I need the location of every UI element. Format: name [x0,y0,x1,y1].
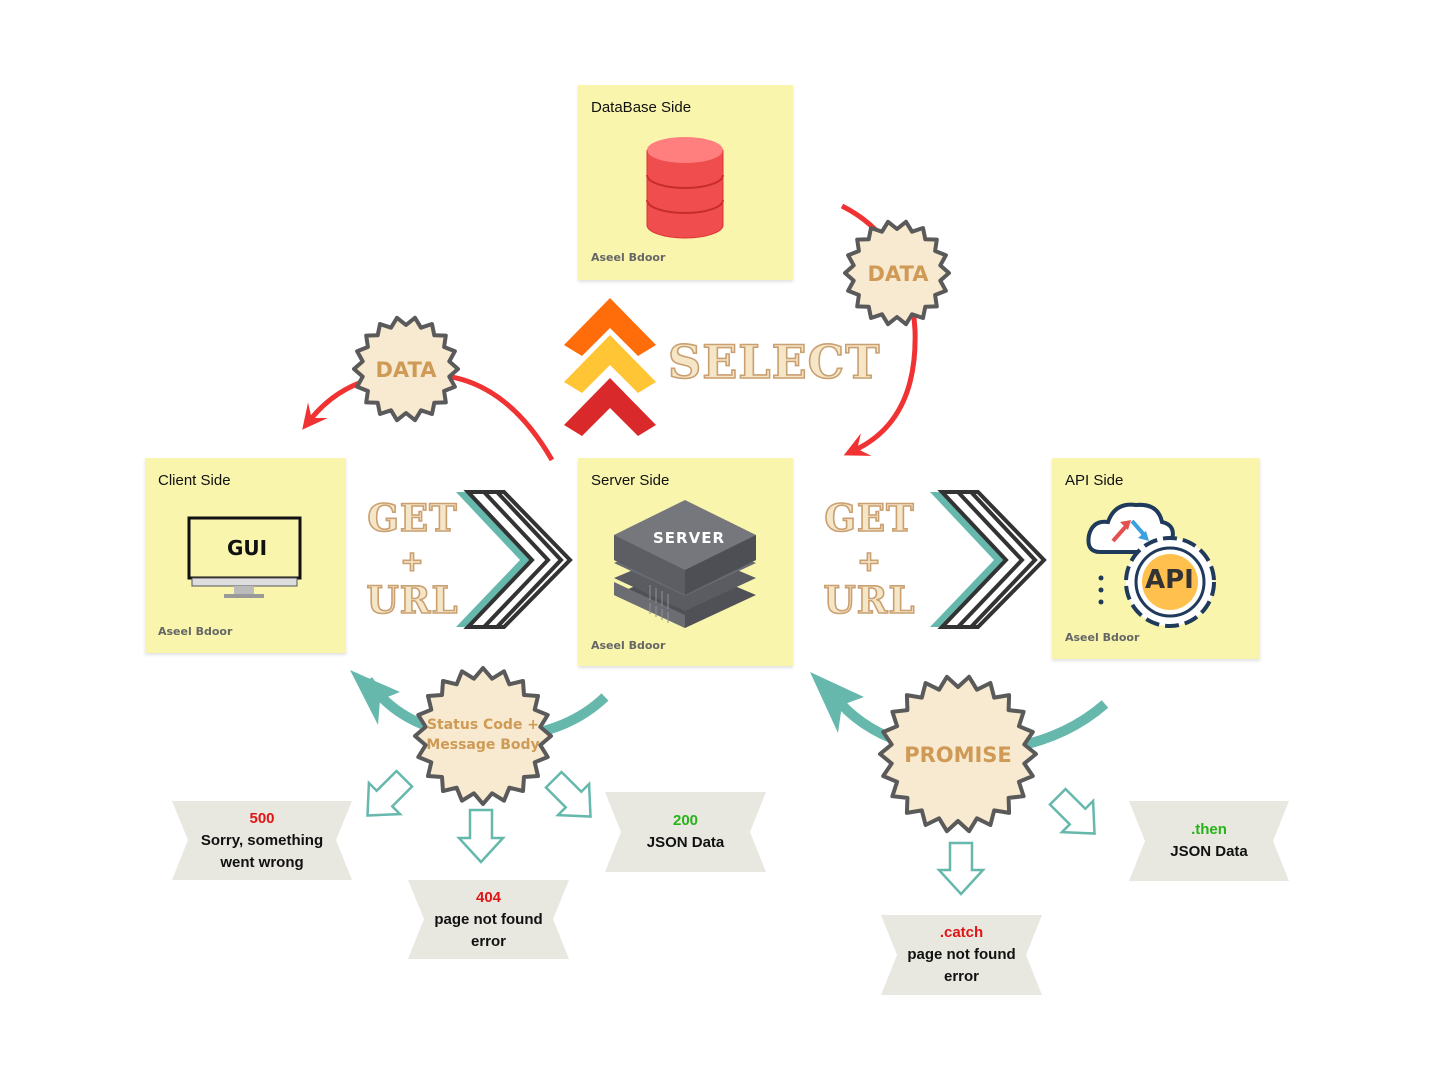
response-catch: .catch page not found error [881,922,1042,988]
response-then-line1: JSON Data [1170,843,1248,860]
response-404: 404 page not found error [408,887,569,953]
server-note: Server Side Aseel Bdoor [578,458,793,666]
data-badge-left [352,315,460,423]
arrow-down-outline-icon [366,769,1096,896]
status-badge-label-line2: Message Body [426,737,540,753]
database-note: DataBase Side Aseel Bdoor [578,85,793,280]
database-note-title: DataBase Side [591,99,692,116]
server-note-title: Server Side [591,472,670,489]
data-badge-right-label: DATA [867,262,929,286]
api-gear-icon [1098,536,1216,628]
chevron-right-icon [456,490,573,629]
response-catch-code: .catch [939,924,984,941]
ribbon-200 [605,792,766,872]
api-note-title: API Side [1065,472,1124,489]
get-label-left: GET [367,495,458,541]
data-badge-left-label: DATA [375,358,437,382]
response-500-code: 500 [249,810,275,827]
monitor-icon [187,516,302,598]
response-catch-line1: page not found [907,946,1016,963]
plus-label-right: + [856,544,882,579]
badge-group [352,219,1038,834]
response-200-code: 200 [672,812,699,829]
status-badge [413,666,553,806]
server-label: SERVER [653,529,726,547]
client-note-author: Aseel Bdoor [158,625,233,638]
ribbon-404 [408,880,569,959]
gui-label: GUI [227,536,268,560]
database-note-author: Aseel Bdoor [591,251,666,264]
get-label-right: GET [824,495,915,541]
ribbon-catch [881,915,1042,995]
response-500: 500 Sorry, something went wrong [182,808,342,874]
database-icon [646,137,724,239]
response-404-code: 404 [475,889,502,906]
promise-badge [878,674,1038,834]
client-note-title: Client Side [158,472,231,489]
server-icon [614,500,756,628]
ribbon-500 [172,801,352,880]
response-then-code: .then [1191,821,1227,838]
api-label: API [1145,565,1194,595]
response-404-line2: error [470,933,507,950]
response-200-line1: JSON Data [646,834,725,851]
promise-badge-label: PROMISE [904,743,1012,767]
server-note-author: Aseel Bdoor [591,639,666,652]
response-catch-line2: error [943,968,980,985]
data-badge-right [843,219,951,327]
response-500-line1: Sorry, something [200,832,324,849]
response-404-line1: page not found [434,911,543,928]
response-200: 200 JSON Data [605,810,766,854]
select-label: SELECT [667,334,881,390]
status-badge-label-line1: Status Code + [426,717,540,733]
ribbon-then [1129,801,1289,881]
chevron-up-icon [564,298,656,436]
chevron-right-icon [930,490,1047,629]
api-note-author: Aseel Bdoor [1065,631,1140,644]
plus-label-left: + [399,544,425,579]
response-500-line2: went wrong [220,854,304,871]
url-label-right: URL [823,577,916,623]
url-label-left: URL [366,577,459,623]
response-then: .then JSON Data [1129,819,1289,863]
